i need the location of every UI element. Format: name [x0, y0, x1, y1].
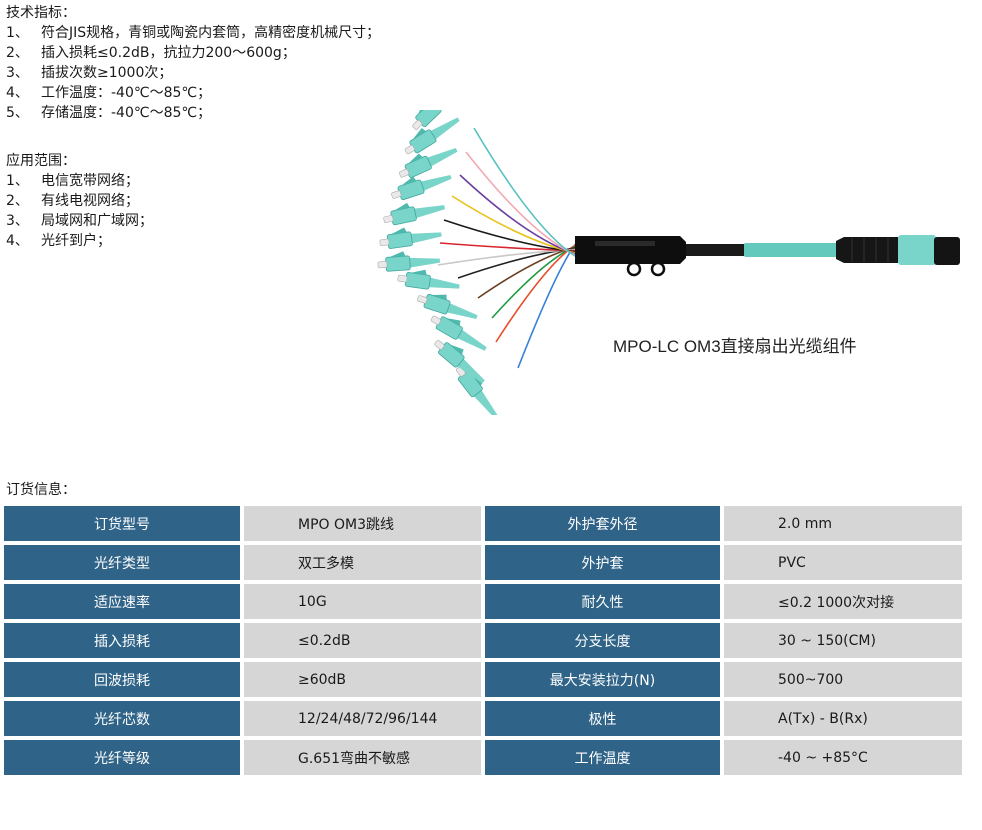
spec-value: 12/24/48/72/96/144: [244, 701, 481, 736]
fan-out-housing: [575, 236, 746, 277]
list-number: 2、: [6, 193, 29, 209]
lc-connector: [383, 202, 446, 226]
application-title: 应用范围：: [6, 153, 76, 169]
lc-connector: [434, 340, 485, 384]
spec-label: 外护套: [485, 545, 720, 580]
lc-connector: [391, 174, 452, 201]
mpo-connector: [836, 235, 960, 265]
fiber-strand: [495, 243, 577, 343]
lc-connector: [377, 251, 440, 272]
spec-value: 500~700: [724, 662, 962, 697]
list-text: 插拔次数≥1000次；: [41, 65, 173, 81]
fiber-strand: [491, 245, 577, 319]
list-item: 3、插拔次数≥1000次；: [6, 63, 380, 83]
list-number: 1、: [6, 173, 29, 189]
list-text: 局域网和广域网；: [41, 213, 153, 229]
spec-value: 双工多模: [244, 545, 481, 580]
spec-label: 工作温度: [485, 740, 720, 775]
list-number: 4、: [6, 85, 29, 101]
spec-label: 光纤等级: [4, 740, 240, 775]
spec-title: 技术指标：: [6, 5, 76, 21]
mpo-body: [898, 235, 936, 265]
fiber-fanout: [437, 127, 577, 369]
lc-connector: [397, 269, 460, 290]
spec-value: 2.0 mm: [724, 506, 962, 541]
lc-connector: [398, 147, 458, 178]
list-item: 2、有线电视网络；: [6, 191, 153, 211]
fan-out-cable-illustration: [377, 83, 960, 419]
list-text: 符合JIS规格，青铜或陶瓷内套筒，高精密度机械尺寸；: [41, 25, 381, 41]
product-image: [340, 83, 965, 419]
spec-label: 外护套外径: [485, 506, 720, 541]
list-text: 光纤到户；: [41, 233, 111, 249]
spec-label: 订货型号: [4, 506, 240, 541]
list-item: 2、插入损耗≤0.2dB，抗拉力200～600g；: [6, 43, 380, 63]
list-number: 3、: [6, 213, 29, 229]
list-text: 有线电视网络；: [41, 193, 139, 209]
list-text: 电信宽带网络；: [41, 173, 139, 189]
lc-connector: [417, 293, 478, 320]
lc-connector: [430, 315, 487, 351]
list-item: 4、光纤到户；: [6, 231, 153, 251]
fiber-strand: [473, 127, 577, 258]
spec-label: 插入损耗: [4, 623, 240, 658]
spec-value: PVC: [724, 545, 962, 580]
list-item: 3、局域网和广域网；: [6, 211, 153, 231]
lc-connectors: [377, 83, 498, 419]
list-item: 5、存储温度：-40℃～85℃；: [6, 103, 380, 123]
spec-label: 回波损耗: [4, 662, 240, 697]
list-text: 存储温度：-40℃～85℃；: [41, 105, 212, 121]
spec-value: G.651弯曲不敏感: [244, 740, 481, 775]
list-number: 5、: [6, 105, 29, 121]
fiber-strand: [465, 151, 577, 257]
spec-label: 光纤类型: [4, 545, 240, 580]
fiber-strand: [517, 242, 577, 369]
spec-value: 10G: [244, 584, 481, 619]
spec-section: 技术指标： 1、符合JIS规格，青铜或陶瓷内套筒，高精密度机械尺寸； 2、插入损…: [6, 3, 380, 123]
spec-value: ≤0.2 1000次对接: [724, 584, 962, 619]
spec-value: 30 ~ 150(CM): [724, 623, 962, 658]
list-text: 工作温度：-40℃～85℃；: [41, 85, 212, 101]
spec-value: A(Tx) - B(Rx): [724, 701, 962, 736]
list-text: 插入损耗≤0.2dB，抗拉力200～600g；: [41, 45, 296, 61]
list-number: 2、: [6, 45, 29, 61]
spec-value: ≥60dB: [244, 662, 481, 697]
order-title: 订货信息：: [6, 482, 76, 498]
list-item: 1、电信宽带网络；: [6, 171, 153, 191]
spec-value: MPO OM3跳线: [244, 506, 481, 541]
lc-connector: [404, 117, 460, 155]
lc-connector: [379, 227, 442, 249]
spec-value: ≤0.2dB: [244, 623, 481, 658]
spec-label: 极性: [485, 701, 720, 736]
list-number: 3、: [6, 65, 29, 81]
spec-label: 适应速率: [4, 584, 240, 619]
spec-label: 光纤芯数: [4, 701, 240, 736]
lc-connector: [455, 366, 498, 419]
spec-value: -40 ~ +85°C: [724, 740, 962, 775]
application-section: 应用范围： 1、电信宽带网络； 2、有线电视网络； 3、局域网和广域网； 4、光…: [6, 151, 153, 251]
cable-jacket: [744, 243, 838, 257]
list-item: 1、符合JIS规格，青铜或陶瓷内套筒，高精密度机械尺寸；: [6, 23, 380, 43]
spec-label: 耐久性: [485, 584, 720, 619]
list-number: 1、: [6, 25, 29, 41]
product-caption: MPO-LC OM3直接扇出光缆组件: [613, 337, 857, 356]
spec-label: 分支长度: [485, 623, 720, 658]
list-item: 4、工作温度：-40℃～85℃；: [6, 83, 380, 103]
list-number: 4、: [6, 233, 29, 249]
spec-label: 最大安装拉力(N): [485, 662, 720, 697]
